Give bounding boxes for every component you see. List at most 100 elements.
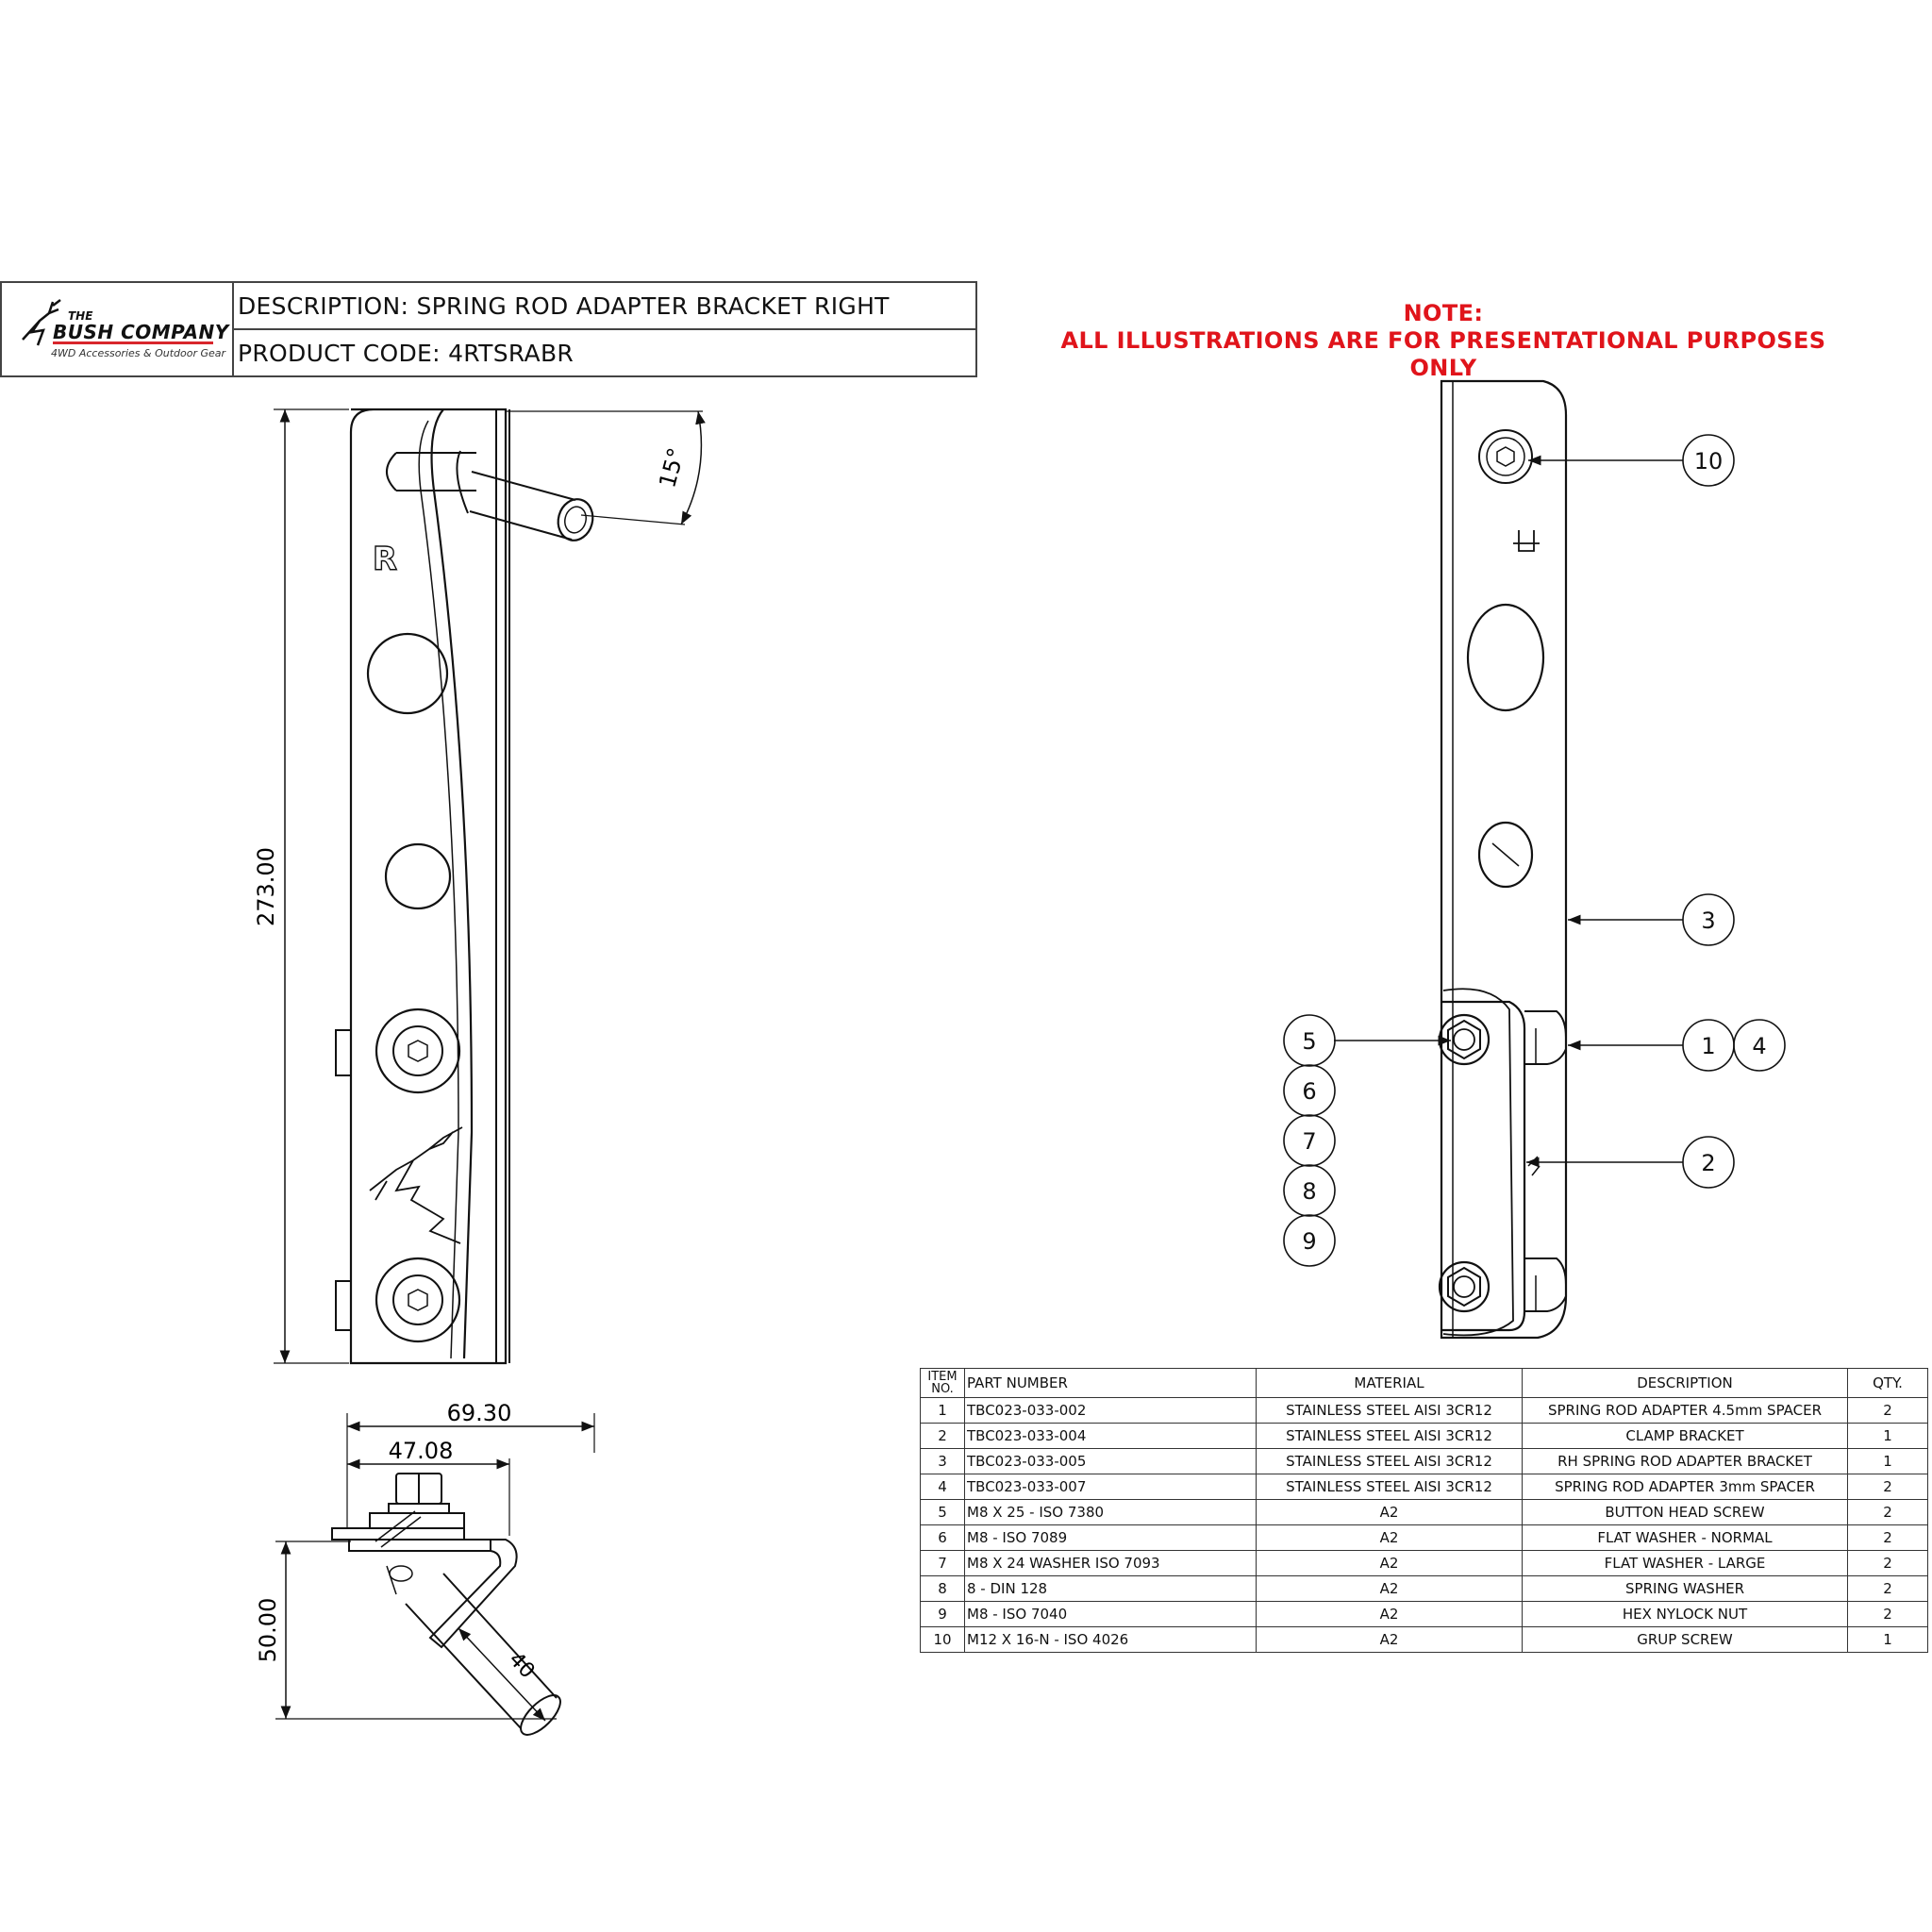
balloon-3: 3 bbox=[1701, 908, 1715, 934]
product-code-cell: PRODUCT CODE: 4RTSRABR bbox=[238, 340, 575, 367]
table-row: 1 TBC023-033-002 STAINLESS STEEL AISI 3C… bbox=[920, 1397, 1928, 1424]
cell-material: STAINLESS STEEL AISI 3CR12 bbox=[1256, 1397, 1523, 1424]
width-dimension-47-08: 47.08 bbox=[389, 1438, 454, 1464]
cell-part: M8 - ISO 7089 bbox=[964, 1524, 1257, 1551]
cell-part: M8 - ISO 7040 bbox=[964, 1601, 1257, 1627]
cell-qty: 2 bbox=[1847, 1499, 1928, 1525]
balloon-8: 8 bbox=[1302, 1178, 1316, 1205]
cell-item: 9 bbox=[920, 1601, 965, 1627]
cell-item: 1 bbox=[920, 1397, 965, 1424]
company-logo: THE BUSH COMPANY 4WD Accessories & Outdo… bbox=[2, 283, 234, 375]
cell-description: FLAT WASHER - NORMAL bbox=[1522, 1524, 1848, 1551]
cell-material: A2 bbox=[1256, 1575, 1523, 1602]
cell-part: M8 X 25 - ISO 7380 bbox=[964, 1499, 1257, 1525]
width-dimension-69-30: 69.30 bbox=[447, 1400, 512, 1426]
cell-part: 8 - DIN 128 bbox=[964, 1575, 1257, 1602]
cell-description: SPRING ROD ADAPTER 3mm SPACER bbox=[1522, 1474, 1848, 1500]
logo-line-1: THE bbox=[68, 309, 93, 323]
cell-part: M8 X 24 WASHER ISO 7093 bbox=[964, 1550, 1257, 1576]
table-row: 6 M8 - ISO 7089 A2 FLAT WASHER - NORMAL … bbox=[920, 1524, 1928, 1551]
cell-item: 4 bbox=[920, 1474, 965, 1500]
balloon-1: 1 bbox=[1701, 1033, 1715, 1059]
table-row: 8 8 - DIN 128 A2 SPRING WASHER 2 bbox=[920, 1575, 1928, 1602]
cell-description: SPRING ROD ADAPTER 4.5mm SPACER bbox=[1522, 1397, 1848, 1424]
table-row: 4 TBC023-033-007 STAINLESS STEEL AISI 3C… bbox=[920, 1474, 1928, 1500]
table-row: 5 M8 X 25 - ISO 7380 A2 BUTTON HEAD SCRE… bbox=[920, 1499, 1928, 1525]
table-row: 10 M12 X 16-N - ISO 4026 A2 GRUP SCREW 1 bbox=[920, 1626, 1928, 1653]
header-qty: QTY. bbox=[1847, 1368, 1928, 1398]
cell-material: A2 bbox=[1256, 1524, 1523, 1551]
note-heading: NOTE: bbox=[1403, 300, 1484, 326]
cell-item: 2 bbox=[920, 1423, 965, 1449]
cell-material: A2 bbox=[1256, 1626, 1523, 1653]
logo-line-3: 4WD Accessories & Outdoor Gear bbox=[51, 347, 226, 359]
cell-qty: 2 bbox=[1847, 1397, 1928, 1424]
cell-description: GRUP SCREW bbox=[1522, 1626, 1848, 1653]
cell-material: A2 bbox=[1256, 1499, 1523, 1525]
header-item-line-2: NO. bbox=[931, 1382, 954, 1396]
cell-qty: 2 bbox=[1847, 1575, 1928, 1602]
header-part-number: PART NUMBER bbox=[964, 1368, 1257, 1398]
table-row: 2 TBC023-033-004 STAINLESS STEEL AISI 3C… bbox=[920, 1423, 1928, 1449]
angle-dimension-15: 15° bbox=[654, 445, 690, 491]
balloon-9: 9 bbox=[1302, 1228, 1316, 1255]
cell-material: A2 bbox=[1256, 1550, 1523, 1576]
cell-item: 3 bbox=[920, 1448, 965, 1474]
cell-item: 7 bbox=[920, 1550, 965, 1576]
balloon-6: 6 bbox=[1302, 1078, 1316, 1105]
cell-material: STAINLESS STEEL AISI 3CR12 bbox=[1256, 1423, 1523, 1449]
note-text: ALL ILLUSTRATIONS ARE FOR PRESENTATIONAL… bbox=[1060, 327, 1826, 381]
cell-qty: 1 bbox=[1847, 1626, 1928, 1653]
cell-qty: 2 bbox=[1847, 1550, 1928, 1576]
cell-item: 10 bbox=[920, 1626, 965, 1653]
header-description: DESCRIPTION bbox=[1522, 1368, 1848, 1398]
cell-part: TBC023-033-005 bbox=[964, 1448, 1257, 1474]
balloon-4: 4 bbox=[1752, 1033, 1766, 1059]
deer-logo-icon bbox=[22, 299, 61, 346]
cell-description: FLAT WASHER - LARGE bbox=[1522, 1550, 1848, 1576]
header-item-line-1: ITEM bbox=[927, 1370, 958, 1384]
balloon-10: 10 bbox=[1694, 448, 1724, 475]
cell-qty: 2 bbox=[1847, 1601, 1928, 1627]
cell-material: A2 bbox=[1256, 1601, 1523, 1627]
title-block: THE BUSH COMPANY 4WD Accessories & Outdo… bbox=[0, 281, 977, 377]
cell-part: TBC023-033-007 bbox=[964, 1474, 1257, 1500]
cell-description: BUTTON HEAD SCREW bbox=[1522, 1499, 1848, 1525]
cell-qty: 1 bbox=[1847, 1423, 1928, 1449]
assembly-view bbox=[1283, 379, 1786, 1340]
cell-description: RH SPRING ROD ADAPTER BRACKET bbox=[1522, 1448, 1848, 1474]
table-row: 3 TBC023-033-005 STAINLESS STEEL AISI 3C… bbox=[920, 1448, 1928, 1474]
cell-description: CLAMP BRACKET bbox=[1522, 1423, 1848, 1449]
balloon-7: 7 bbox=[1302, 1128, 1316, 1155]
bottom-view bbox=[275, 1413, 595, 1736]
cell-qty: 1 bbox=[1847, 1448, 1928, 1474]
height-dimension-50: 50.00 bbox=[255, 1598, 281, 1663]
description-cell: DESCRIPTION: SPRING ROD ADAPTER BRACKET … bbox=[234, 283, 975, 330]
right-side-marker: R bbox=[373, 541, 397, 578]
logo-line-2: BUSH COMPANY bbox=[53, 321, 229, 343]
cell-qty: 2 bbox=[1847, 1474, 1928, 1500]
tube-dimension-40: 40 bbox=[504, 1648, 539, 1684]
header-material: MATERIAL bbox=[1256, 1368, 1523, 1398]
presentation-note: NOTE: ALL ILLUSTRATIONS ARE FOR PRESENTA… bbox=[1057, 300, 1830, 382]
cell-item: 5 bbox=[920, 1499, 965, 1525]
cell-qty: 2 bbox=[1847, 1524, 1928, 1551]
balloon-2: 2 bbox=[1701, 1150, 1715, 1176]
balloon-5: 5 bbox=[1302, 1028, 1316, 1055]
cell-material: STAINLESS STEEL AISI 3CR12 bbox=[1256, 1448, 1523, 1474]
side-view bbox=[274, 408, 706, 1365]
cell-description: SPRING WASHER bbox=[1522, 1575, 1848, 1602]
table-row: 7 M8 X 24 WASHER ISO 7093 A2 FLAT WASHER… bbox=[920, 1550, 1928, 1576]
height-dimension-273: 273.00 bbox=[253, 847, 279, 926]
cell-part: M12 X 16-N - ISO 4026 bbox=[964, 1626, 1257, 1653]
cell-item: 8 bbox=[920, 1575, 965, 1602]
logo-red-stripe bbox=[53, 341, 213, 344]
cell-item: 6 bbox=[920, 1524, 965, 1551]
table-row: 9 M8 - ISO 7040 A2 HEX NYLOCK NUT 2 bbox=[920, 1601, 1928, 1627]
cell-material: STAINLESS STEEL AISI 3CR12 bbox=[1256, 1474, 1523, 1500]
cell-description: HEX NYLOCK NUT bbox=[1522, 1601, 1848, 1627]
